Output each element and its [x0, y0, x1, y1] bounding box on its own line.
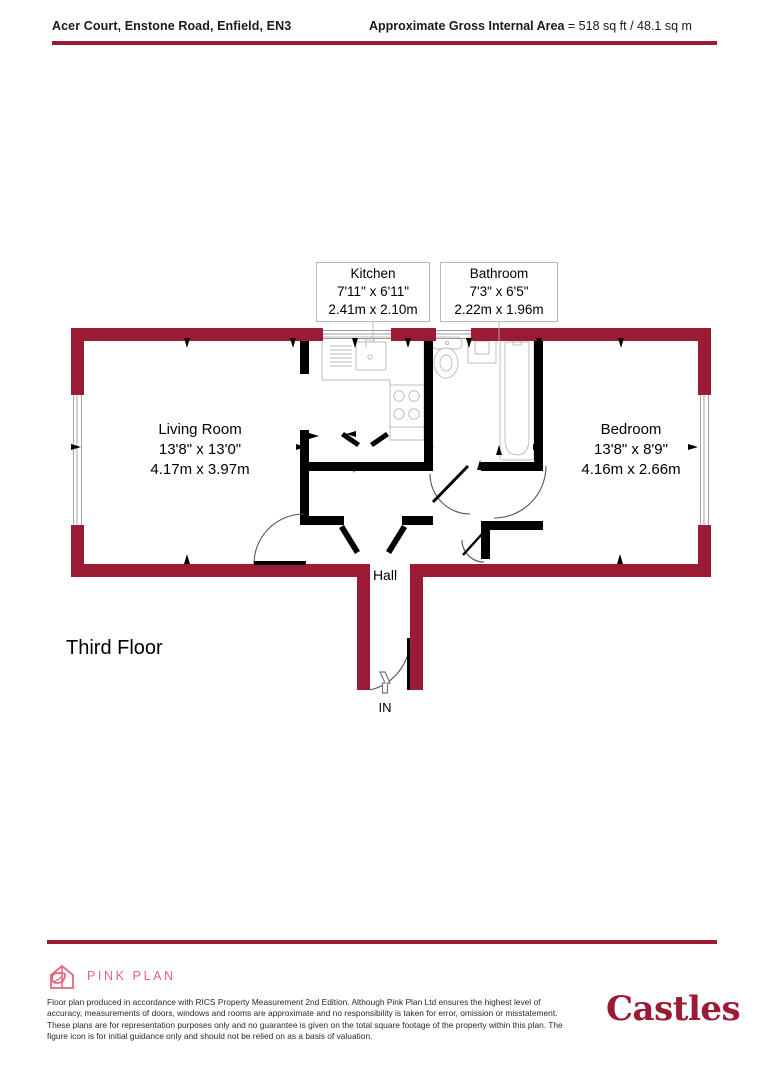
- footer-divider-rule: [47, 940, 717, 944]
- room-label-living-room: Living Room 13'8" x 13'0" 4.17m x 3.97m: [110, 420, 290, 480]
- room-dimensions-metric: 4.16m x 2.66m: [581, 461, 681, 478]
- pink-plan-house-leaf-icon: [50, 964, 74, 989]
- gross-internal-area-value: = 518 sq ft / 48.1 sq m: [564, 19, 692, 33]
- bathroom-wc: [431, 336, 463, 379]
- header-divider-rule: [52, 41, 717, 45]
- room-dimensions-imperial: 7'11" x 6'11": [336, 284, 410, 299]
- kitchen-units: [321, 336, 425, 441]
- room-label-kitchen: Kitchen 7'11" x 6'11" 2.41m x 2.10m: [316, 262, 430, 322]
- gross-internal-area: Approximate Gross Internal Area = 518 sq…: [369, 19, 692, 33]
- pink-plan-wordmark: PINK PLAN: [87, 969, 176, 983]
- internal-walls: [300, 341, 543, 559]
- disclaimer-text: Floor plan produced in accordance with R…: [47, 997, 563, 1042]
- external-walls: [71, 328, 711, 690]
- pink-plan-logo: PINK PLAN: [47, 962, 247, 994]
- doors-layer: [253, 432, 547, 691]
- floor-level-label: Third Floor: [66, 637, 163, 659]
- room-name: Bathroom: [469, 266, 529, 281]
- entrance-label: IN: [378, 700, 392, 715]
- room-name: Living Room: [158, 421, 242, 438]
- room-dimensions-imperial: 13'8" x 8'9": [594, 441, 668, 458]
- bathroom-basin: [467, 336, 497, 364]
- room-name: Kitchen: [350, 266, 396, 281]
- room-name: Bedroom: [600, 421, 662, 438]
- room-dimensions-imperial: 7'3" x 6'5": [469, 284, 529, 299]
- room-dimensions-metric: 2.22m x 1.96m: [454, 302, 544, 317]
- callout-leaders: [372, 322, 500, 341]
- room-dimensions-metric: 4.17m x 3.97m: [150, 461, 250, 478]
- kitchen-hob: [389, 384, 425, 428]
- gross-internal-area-label: Approximate Gross Internal Area: [369, 19, 565, 33]
- property-address: Acer Court, Enstone Road, Enfield, EN3: [52, 19, 292, 33]
- page-header: Acer Court, Enstone Road, Enfield, EN3 A…: [0, 0, 764, 46]
- entrance-arrow: [379, 671, 391, 694]
- room-label-bathroom: Bathroom 7'3" x 6'5" 2.22m x 1.96m: [440, 262, 558, 322]
- room-label-hall: Hall: [372, 567, 398, 583]
- fixtures-layer: [321, 335, 535, 461]
- bathroom-bath: [499, 335, 535, 461]
- room-label-bedroom: Bedroom 13'8" x 8'9" 4.16m x 2.66m: [541, 420, 721, 480]
- room-dimensions-metric: 2.41m x 2.10m: [328, 302, 418, 317]
- room-dimensions-imperial: 13'8" x 13'0": [158, 441, 242, 458]
- castles-agent-logo: Castles: [606, 989, 741, 1029]
